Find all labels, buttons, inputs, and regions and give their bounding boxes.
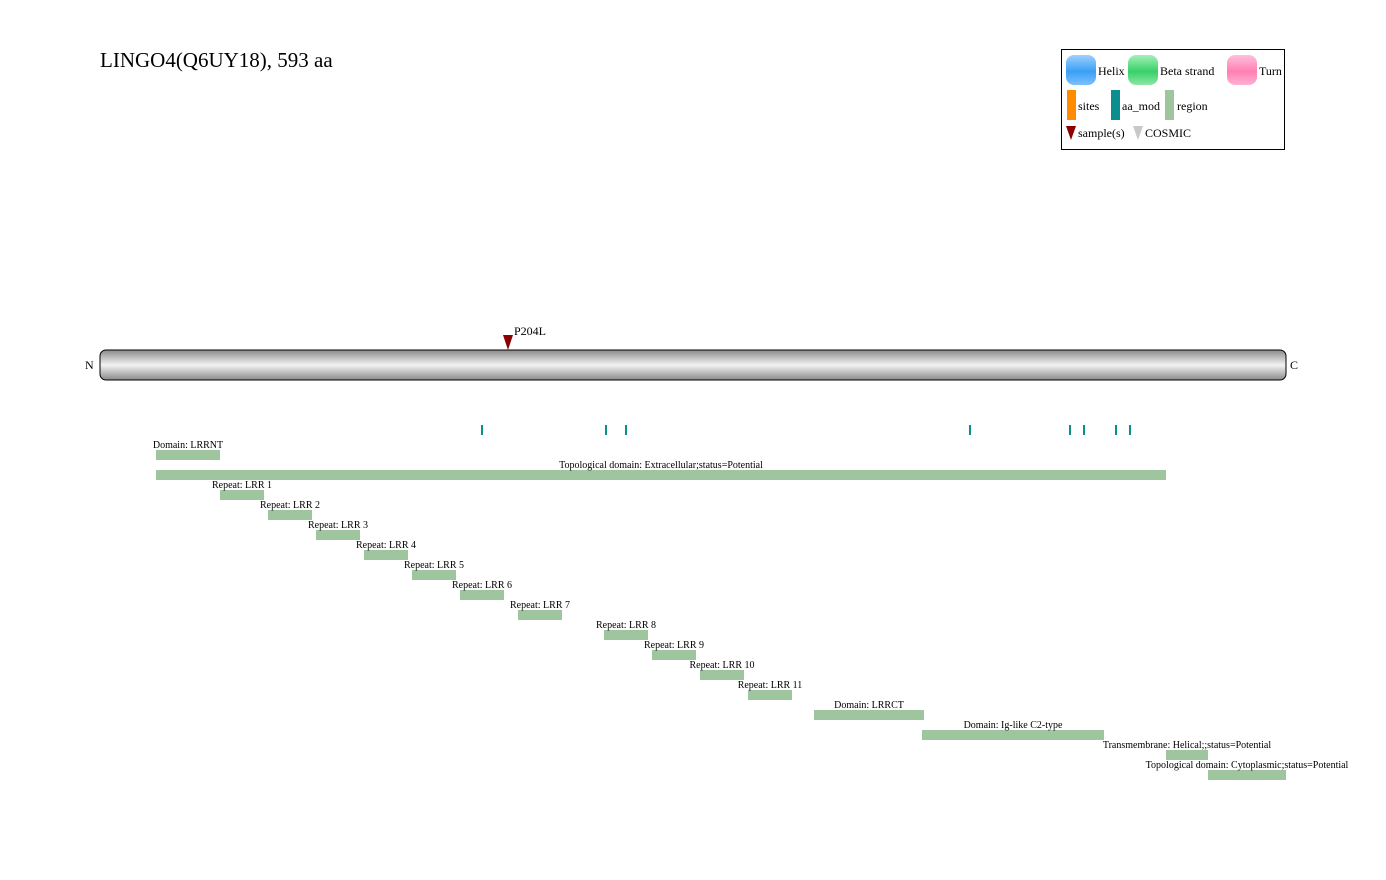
protein-title: LINGO4(Q6UY18), 593 aa [100, 48, 333, 72]
region-bar[interactable] [268, 510, 312, 520]
region-bar[interactable] [364, 550, 408, 560]
region-bar[interactable] [748, 690, 792, 700]
region-label: Domain: LRRNT [153, 440, 223, 451]
region-label: Repeat: LRR 9 [644, 640, 704, 651]
turn-swatch [1227, 55, 1257, 85]
region-bar[interactable] [1208, 770, 1286, 780]
mutation-track: P204L [503, 324, 546, 350]
aa-mod-tick[interactable] [1115, 425, 1117, 435]
legend-sites: sites [1078, 99, 1100, 113]
sample-marker-icon [1066, 126, 1076, 140]
sites-swatch [1067, 90, 1076, 120]
region-bar[interactable] [156, 470, 1166, 480]
legend-turn: Turn [1259, 64, 1282, 78]
region-track: Domain: LRRNT Topological domain: Extrace… [153, 440, 1349, 780]
region-label: Transmembrane: Helical;;status=Potential [1103, 740, 1272, 751]
legend-region: region [1177, 99, 1208, 113]
region-label: Repeat: LRR 3 [308, 520, 368, 531]
legend-aa-mod: aa_mod [1122, 99, 1160, 113]
region-label: Domain: LRRCT [834, 700, 904, 711]
region-label: Repeat: LRR 11 [738, 680, 803, 691]
aa-mod-tick[interactable] [625, 425, 627, 435]
aa-mod-tick[interactable] [481, 425, 483, 435]
region-bar[interactable] [220, 490, 264, 500]
region-bar[interactable] [700, 670, 744, 680]
region-label: Repeat: LRR 1 [212, 480, 272, 491]
aa-mod-tick[interactable] [1069, 425, 1071, 435]
region-bar[interactable] [652, 650, 696, 660]
n-terminus-label: N [85, 358, 94, 372]
legend: Helix Beta strand Turn sites aa_mod regi… [1061, 49, 1285, 150]
region-bar[interactable] [814, 710, 924, 720]
mutation-marker[interactable] [503, 335, 513, 350]
aa-mod-tick[interactable] [605, 425, 607, 435]
region-label: Repeat: LRR 2 [260, 500, 320, 511]
helix-swatch [1066, 55, 1096, 85]
legend-cosmic: COSMIC [1145, 126, 1192, 140]
aa-mod-tick[interactable] [1129, 425, 1131, 435]
region-label: Topological domain: Cytoplasmic;status=P… [1146, 760, 1349, 771]
region-label: Repeat: LRR 8 [596, 620, 656, 631]
cosmic-marker-icon [1133, 126, 1143, 140]
beta-strand-swatch [1128, 55, 1158, 85]
region-bar[interactable] [460, 590, 504, 600]
region-bar[interactable] [922, 730, 1104, 740]
aa-mod-tick[interactable] [969, 425, 971, 435]
region-swatch [1165, 90, 1174, 120]
region-label: Repeat: LRR 6 [452, 580, 512, 591]
legend-beta-strand: Beta strand [1160, 64, 1215, 78]
region-bar[interactable] [316, 530, 360, 540]
region-label: Repeat: LRR 5 [404, 560, 464, 571]
region-label: Domain: Ig-like C2-type [964, 720, 1063, 731]
region-bar[interactable] [156, 450, 220, 460]
region-bar[interactable] [1166, 750, 1208, 760]
region-bar[interactable] [518, 610, 562, 620]
region-bar[interactable] [412, 570, 456, 580]
aa-mod-tick[interactable] [1083, 425, 1085, 435]
region-label: Repeat: LRR 7 [510, 600, 570, 611]
region-label: Topological domain: Extracellular;status… [559, 460, 763, 471]
region-label: Repeat: LRR 10 [690, 660, 755, 671]
aa-mod-swatch [1111, 90, 1120, 120]
region-bar[interactable] [604, 630, 648, 640]
protein-backbone[interactable] [99, 349, 1287, 381]
legend-samples: sample(s) [1078, 126, 1125, 140]
legend-helix: Helix [1098, 64, 1125, 78]
mutation-label: P204L [514, 324, 546, 338]
c-terminus-label: C [1290, 358, 1299, 372]
aa-mod-track [481, 425, 1131, 435]
region-label: Repeat: LRR 4 [356, 540, 416, 551]
